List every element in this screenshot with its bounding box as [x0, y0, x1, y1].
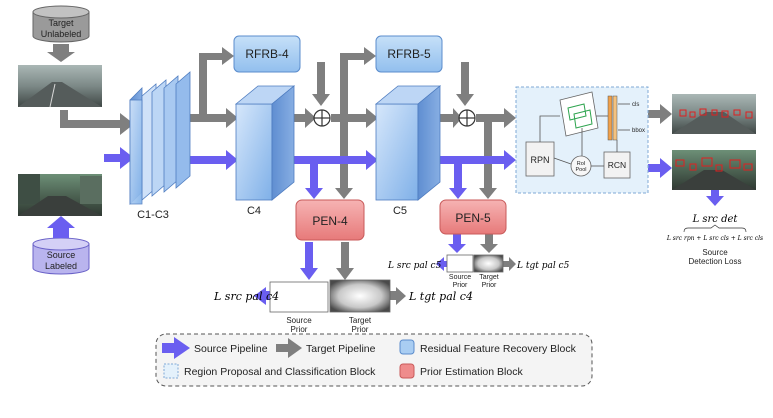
- rfrb-4-block: RFRB-4: [233, 35, 301, 73]
- loss-pal-src-c4: L src pal c4: [213, 290, 279, 303]
- target-prior-c5-label-2: Prior: [482, 282, 497, 289]
- rpn-label: RPN: [530, 155, 549, 165]
- roi-label-1: RoI: [577, 161, 586, 167]
- sum-node-4: [313, 109, 331, 127]
- target-cylinder-label-1: Target: [48, 18, 74, 28]
- region-proposal-classification-block: RPN RoI Pool RCN cls bbox: [515, 86, 649, 194]
- bbox-label: bbox: [632, 128, 645, 134]
- target-loss-arrows: [390, 257, 516, 305]
- loss-pal-tgt-c4: L tgt pal c4: [408, 290, 473, 303]
- source-prior-c5-label-1: Source: [449, 274, 471, 281]
- legend-rpc-swatch: [163, 363, 179, 379]
- sum-node-5: [458, 109, 476, 127]
- source-output-image: [672, 150, 756, 190]
- target-output-image: [672, 94, 756, 134]
- legend: Source Pipeline Target Pipeline Residual…: [155, 333, 593, 387]
- target-cylinder-label-2: Unlabeled: [41, 29, 82, 39]
- c5-label: C5: [393, 205, 407, 217]
- source-prior-c5: Source Prior: [446, 254, 474, 289]
- pen-5-block: PEN-5: [439, 199, 507, 235]
- source-pipeline-arrows: [104, 147, 724, 305]
- source-prior-c4: Source Prior: [269, 281, 329, 334]
- pen-4-label: PEN-4: [312, 214, 348, 228]
- pen-5-label: PEN-5: [455, 211, 491, 225]
- rcn-label: RCN: [608, 160, 626, 170]
- rfrb-4-label: RFRB-4: [245, 47, 289, 61]
- legend-target-arrow-icon: [276, 338, 302, 358]
- source-labeled-cylinder: Source Labeled: [32, 237, 90, 275]
- detection-loss-label-1: Source: [702, 248, 728, 257]
- source-prior-c4-label-1: Source: [286, 316, 312, 325]
- c4-label: C4: [247, 205, 261, 217]
- source-up-arrow: [47, 216, 75, 238]
- legend-peb: Prior Estimation Block: [420, 366, 523, 378]
- source-prior-c4-label-2: Prior: [291, 325, 308, 334]
- legend-target-pipeline: Target Pipeline: [306, 343, 376, 355]
- loss-det-src: L src det: [692, 214, 739, 225]
- loss-labels: L src pal c4 L tgt pal c4 L src pal c5 L…: [213, 214, 763, 303]
- source-prior-c5-label-2: Prior: [453, 282, 468, 289]
- target-prior-c4-label-1: Target: [349, 316, 372, 325]
- rfrb-5-block: RFRB-5: [375, 35, 443, 73]
- legend-rpc: Region Proposal and Classification Block: [184, 366, 376, 378]
- loss-pal-tgt-c5: L tgt pal c5: [516, 261, 570, 271]
- c5-block: C5: [374, 85, 442, 217]
- pen-4-block: PEN-4: [295, 199, 365, 241]
- cls-label: cls: [632, 102, 639, 108]
- legend-source-pipeline: Source Pipeline: [194, 343, 268, 355]
- legend-peb-swatch: [399, 363, 415, 379]
- target-prior-c4: Target Prior: [329, 279, 391, 334]
- detection-brace: [683, 224, 747, 233]
- source-cylinder-label-1: Source: [47, 250, 76, 260]
- target-prior-c5: Target Prior: [473, 254, 504, 289]
- source-cylinder-label-2: Labeled: [45, 261, 77, 271]
- rfrb-5-label: RFRB-5: [387, 47, 431, 61]
- legend-source-arrow-icon: [162, 337, 190, 359]
- target-unlabeled-cylinder: Target Unlabeled: [32, 5, 90, 43]
- roi-label-2: Pool: [575, 167, 586, 173]
- target-prior-c5-label-1: Target: [479, 274, 499, 281]
- legend-rfrb: Residual Feature Recovery Block: [420, 343, 577, 355]
- source-city-image: [18, 174, 102, 216]
- loss-pal-src-c5: L src pal c5: [387, 261, 442, 271]
- target-down-arrow: [47, 44, 75, 62]
- c1-c3-label: C1-C3: [137, 209, 169, 221]
- legend-rfrb-swatch: [399, 339, 415, 355]
- loss-det-formula: L src rpn + L src cls + L src cls: [666, 235, 763, 242]
- target-prior-c4-label-2: Prior: [352, 325, 369, 334]
- target-foggy-image: [18, 65, 102, 108]
- c1-c3-block: C1-C3: [129, 71, 191, 221]
- c4-block: C4: [234, 85, 296, 217]
- detection-loss-label-2: Detection Loss: [689, 257, 742, 266]
- target-pipeline-arrows: [60, 47, 672, 280]
